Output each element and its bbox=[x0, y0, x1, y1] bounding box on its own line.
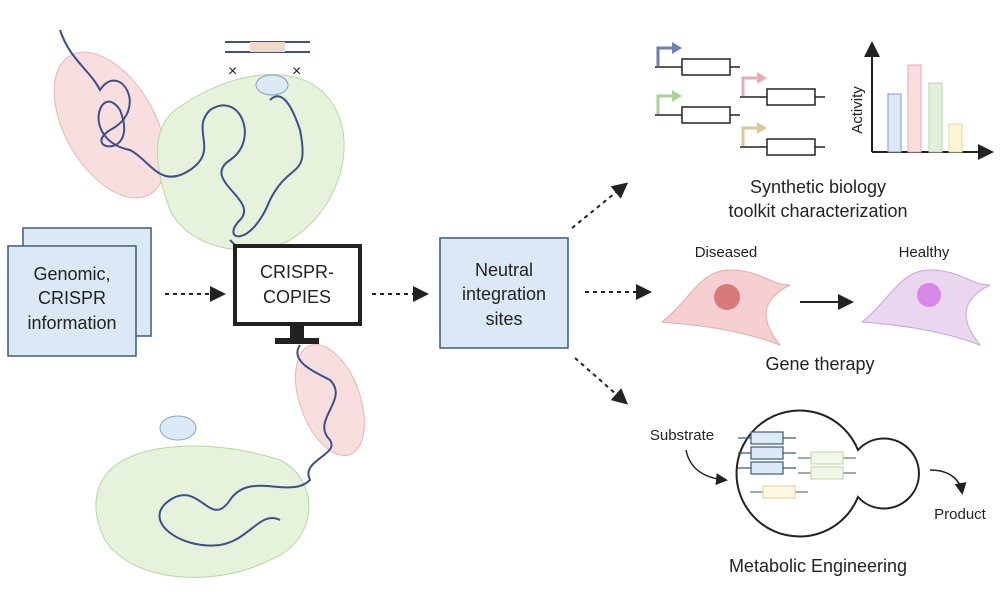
product-label: Product bbox=[934, 506, 987, 523]
genome-bottom bbox=[95, 344, 365, 578]
arrow bbox=[571, 182, 629, 229]
svg-text:×: × bbox=[292, 63, 301, 80]
healthy-nucleus bbox=[917, 283, 941, 307]
arrow bbox=[574, 357, 629, 405]
svg-text:×: × bbox=[228, 63, 237, 80]
diseased-label: Diseased bbox=[695, 244, 758, 261]
label: Genomic, bbox=[33, 264, 110, 284]
label: CRISPR bbox=[38, 288, 106, 308]
crispr-dna-icon: ×× bbox=[225, 41, 310, 80]
plasmid-region-red bbox=[53, 51, 167, 199]
diseased-nucleus bbox=[714, 284, 740, 310]
genomic-crispr-information-box: Genomic, CRISPR information bbox=[7, 227, 152, 357]
chromosome-region-green bbox=[157, 74, 345, 251]
substrate-arrow bbox=[685, 449, 728, 486]
label: information bbox=[27, 313, 116, 333]
application-title: Metabolic Engineering bbox=[729, 556, 907, 576]
label: integration bbox=[462, 284, 546, 304]
tool-name: COPIES bbox=[263, 287, 331, 307]
gene-circuits-icon bbox=[655, 42, 825, 156]
label: Neutral bbox=[475, 260, 533, 280]
metabolic-engineering-panel: Substrate Product Metabolic Engineering bbox=[650, 409, 987, 576]
substrate-label: Substrate bbox=[650, 427, 714, 444]
application-title: Gene therapy bbox=[765, 354, 874, 374]
gene-therapy-panel: Diseased Healthy Gene therapy bbox=[660, 244, 991, 374]
synthetic-biology-panel: Activity Synthetic biology toolkit chara… bbox=[655, 41, 994, 221]
healthy-label: Healthy bbox=[899, 244, 950, 261]
label: sites bbox=[485, 309, 522, 329]
healthy-cell-icon bbox=[860, 269, 991, 347]
axis-label: Activity bbox=[849, 86, 866, 134]
activity-bar-chart-icon: Activity bbox=[849, 41, 994, 160]
neutral-integration-sites-box: Neutral integration sites bbox=[439, 237, 569, 349]
genome-top: ×× bbox=[53, 29, 345, 251]
cas-protein-icon bbox=[255, 74, 289, 96]
dna-strand bbox=[158, 344, 337, 547]
application-title: toolkit characterization bbox=[728, 201, 907, 221]
application-title: Synthetic biology bbox=[750, 177, 886, 197]
tool-name: CRISPR- bbox=[260, 262, 334, 282]
computer-monitor-icon: CRISPR- COPIES bbox=[233, 244, 362, 344]
product-arrow bbox=[929, 469, 967, 495]
cas-protein-icon bbox=[159, 415, 197, 441]
